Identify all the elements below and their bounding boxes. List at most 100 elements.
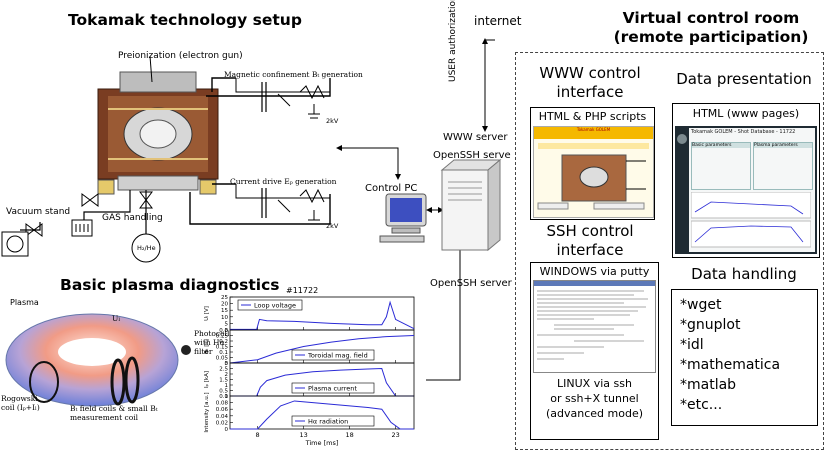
y-tick-label: 20	[221, 302, 228, 308]
capacitor-voltage-2: 2kV	[326, 222, 339, 230]
h2he-label: H₂/He	[137, 244, 156, 252]
y-tick-label: 0.25	[216, 334, 229, 340]
y-tick-label: 0	[225, 427, 229, 433]
windows-putty-label: WINDOWS via putty	[539, 265, 650, 278]
www-server-label: WWW server	[443, 132, 508, 143]
y-tick-label: 0.3	[219, 328, 228, 334]
y-tick-label: 0.2	[219, 339, 228, 345]
network-connections	[336, 38, 502, 381]
y-tick-label: 15	[221, 308, 228, 314]
setup-title: Tokamak technology setup	[68, 11, 302, 29]
html-www-label: HTML (www pages)	[692, 107, 800, 120]
control-pc-label: Control PC	[365, 183, 418, 194]
x-tick-label: 18	[345, 431, 353, 439]
tool-item: *matlab	[680, 377, 737, 393]
plasma-params-header: Plasma parameters	[754, 143, 812, 148]
y-axis-label: Bₜ [T]	[204, 339, 210, 354]
tokamak-setup-diagram	[1, 55, 331, 263]
www-control-box: HTML & PHP scripts Tokamak GOLEM	[530, 107, 655, 220]
plasma-torus-diagram	[5, 313, 191, 407]
golem-logo	[677, 134, 687, 144]
gas-handling-label: GAS handling	[102, 213, 163, 223]
ssh-control-heading: SSH control interface	[546, 222, 634, 259]
putty-screenshot	[533, 280, 656, 373]
tool-item: *wget	[680, 297, 722, 313]
tools-list: *wget *gnuplot *idl *mathematica *matlab…	[672, 290, 817, 415]
tool-item: *idl	[680, 337, 704, 353]
rogowski-label: Rogowski coil (Iₚ+Iₗ)	[1, 394, 40, 412]
tool-item: *etc...	[680, 397, 723, 413]
y-tick-label: 0.5	[219, 389, 228, 395]
legend-label: Plasma current	[308, 385, 357, 393]
data-handling-heading: Data handling	[691, 265, 797, 283]
data-presentation-box: HTML (www pages) Tokamak GOLEM - Shot Da…	[672, 103, 820, 258]
server-tower-icon	[441, 169, 489, 251]
y-tick-label: 0.04	[216, 414, 229, 420]
y-tick-label: 0.08	[216, 401, 229, 407]
y-axis-label: Iₚ [kA]	[204, 371, 210, 388]
y-tick-label: 25	[221, 295, 228, 301]
series-line	[229, 335, 415, 364]
html-screenshot: Tokamak GOLEM - Shot Database - 11722 Ba…	[675, 126, 817, 254]
legend-label: Toroidal mag. field	[307, 352, 368, 360]
y-tick-label: 0.1	[219, 394, 228, 400]
chart-title: #11722	[286, 286, 318, 295]
series-line	[230, 400, 414, 430]
x-tick-label: 23	[391, 431, 399, 439]
internet-label: internet	[474, 14, 522, 28]
y-tick-label: 1.5	[219, 378, 228, 384]
basic-params-header: Basic parameters	[692, 143, 750, 148]
y-tick-label: 0	[225, 394, 229, 400]
linux-ssh-text: LINUX via ssh or ssh+X tunnel (advanced …	[531, 376, 658, 421]
html-php-label: HTML & PHP scripts	[538, 110, 647, 123]
current-drive-label: Current drive Eₚ generation	[230, 177, 337, 186]
y-tick-label: 1	[225, 383, 229, 389]
advanced-mode-line: (advanced mode)	[545, 407, 644, 420]
gas-bottle-icon	[131, 233, 161, 263]
y-tick-label: 0.06	[216, 407, 229, 413]
loop-voltage-label: Uₗ	[112, 314, 121, 323]
y-tick-label: 5	[225, 321, 229, 327]
legend-box	[291, 415, 375, 427]
openssh-server-top-label: OpenSSH serve	[433, 150, 511, 161]
tool-item: *gnuplot	[680, 317, 741, 333]
x-axis-label: Time [ms]	[305, 439, 339, 447]
www-control-heading: WWW control interface	[539, 64, 641, 101]
y-tick-label: 0	[225, 328, 229, 334]
php-screenshot: Tokamak GOLEM	[533, 126, 654, 218]
x-tick-label: 8	[256, 431, 260, 439]
vacuum-stand-label: Vacuum stand	[6, 207, 71, 217]
bt-coils-label: Bₜ field coils & small Bₜ measurement co…	[70, 404, 158, 422]
y-tick-label: 10	[221, 315, 228, 321]
php-page-header: Tokamak GOLEM	[534, 127, 653, 139]
capacitor-voltage-1: 2kV	[326, 117, 339, 125]
legend-label: Loop voltage	[254, 302, 296, 310]
ssh-control-box: WINDOWS via putty LINUX via ssh or ssh+X…	[530, 262, 659, 440]
tool-item: *mathematica	[680, 357, 781, 373]
photocell-label: Photocell with Hα filter	[194, 329, 230, 356]
series-line	[230, 367, 414, 397]
openssh-server-bottom-label: OpenSSH server	[430, 278, 512, 289]
y-tick-label: 3	[225, 361, 229, 367]
gas-meter-icon	[71, 219, 93, 237]
virtual-control-room-title: Virtual control room (remote participati…	[600, 9, 822, 47]
preionization-label: Preionization (electron gun)	[118, 51, 243, 61]
panel-frame	[229, 395, 415, 430]
legend-label: Hα radiation	[308, 418, 348, 426]
y-tick-label: 0.05	[216, 356, 229, 362]
torus-plasma-label: Plasma	[10, 298, 39, 307]
legend-box	[291, 349, 375, 361]
html-page-title: Tokamak GOLEM - Shot Database - 11722	[691, 129, 796, 135]
y-tick-label: 2.5	[219, 367, 228, 373]
magnetic-confinement-label: Magnetic confinement Bₜ generation	[224, 70, 363, 79]
y-axis-label: Uₗ [V]	[204, 306, 210, 321]
y-tick-label: 0.1	[219, 350, 228, 356]
y-tick-label: 0.02	[216, 420, 228, 426]
virtual-title-line1: Virtual control room	[622, 9, 800, 27]
series-line	[230, 300, 415, 330]
virtual-title-line2: (remote participation)	[613, 28, 809, 46]
legend-box	[237, 299, 303, 311]
y-axis-label: Intensity [a.u.]	[204, 392, 210, 432]
linux-ssh-line: LINUX via ssh	[557, 377, 632, 390]
